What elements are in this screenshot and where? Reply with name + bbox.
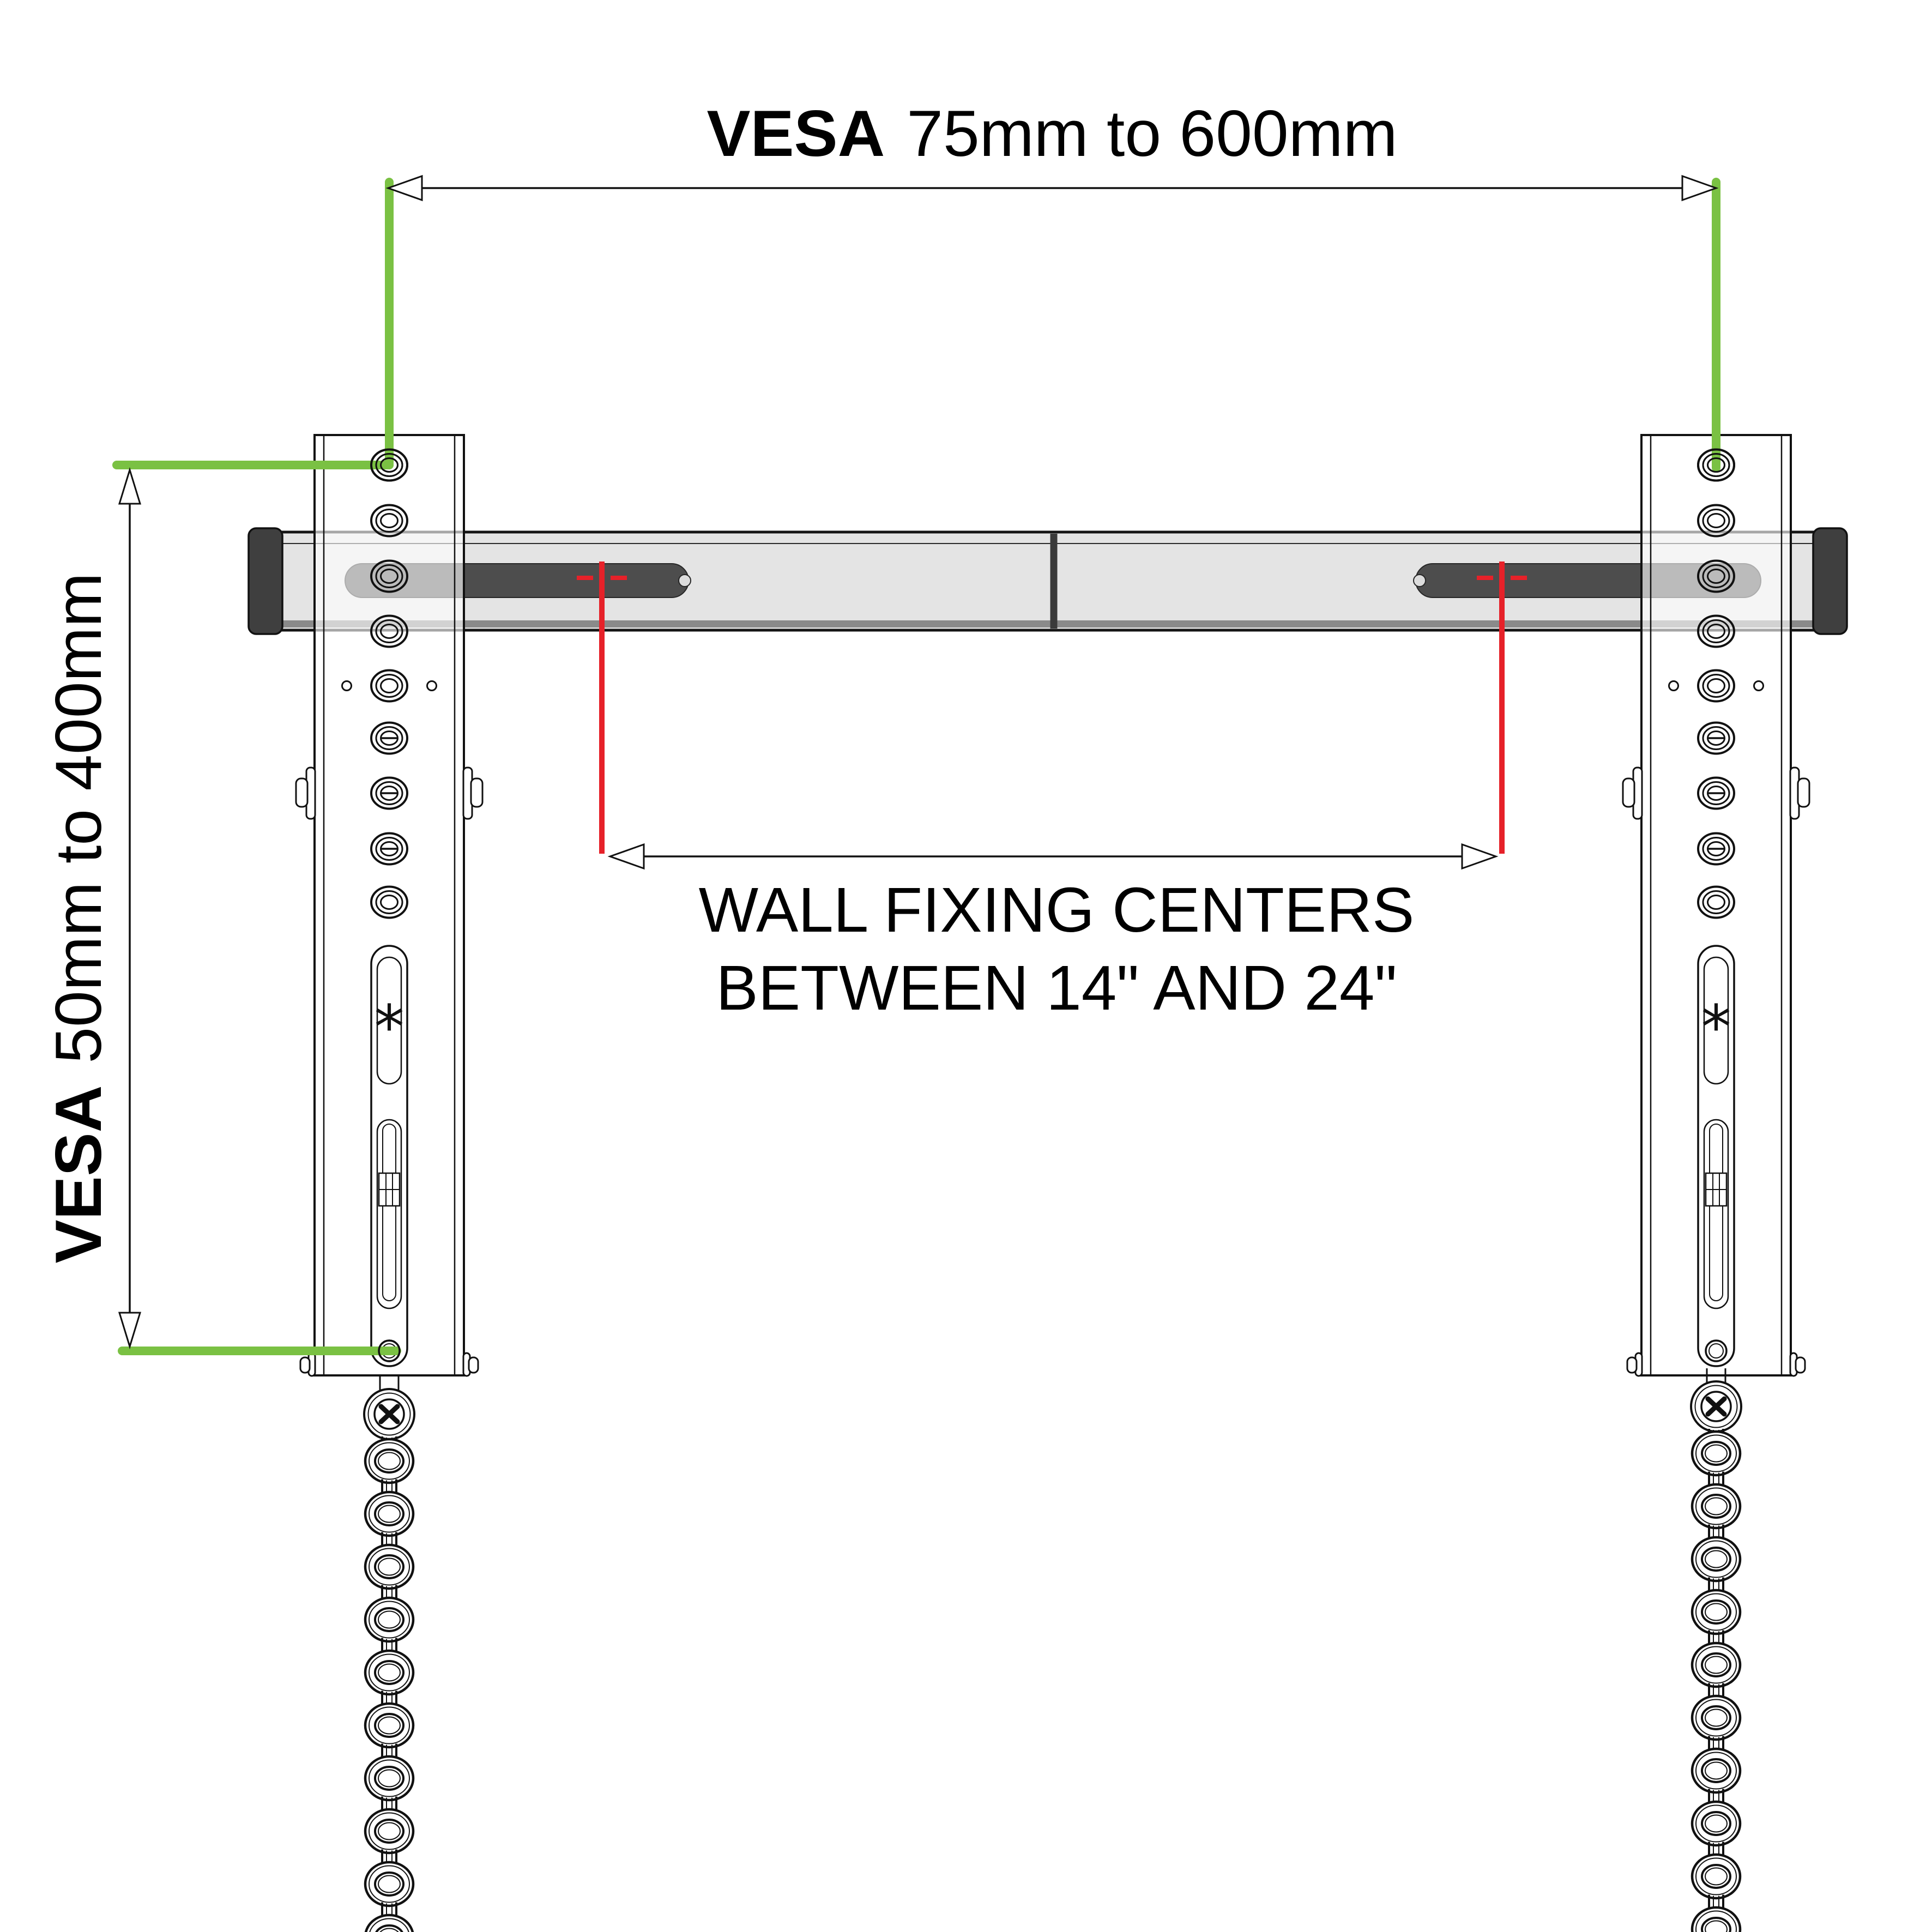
arrow-right bbox=[1681, 174, 1719, 202]
arrow-up bbox=[118, 467, 142, 505]
arrow-left bbox=[385, 174, 423, 202]
right-chain bbox=[1691, 1368, 1741, 1932]
wall-fixing-note-line2: BETWEEN 14" AND 24" bbox=[716, 952, 1397, 1023]
vesa-width-brand: VESA bbox=[707, 97, 885, 170]
left-chain bbox=[364, 1376, 414, 1932]
slot-notch bbox=[1413, 574, 1426, 587]
vesa-height-brand: VESA bbox=[42, 1085, 115, 1264]
wall-rail bbox=[247, 527, 1848, 635]
arrow-down bbox=[118, 1312, 142, 1350]
vesa-height-range: 50mm to 400mm bbox=[42, 572, 115, 1064]
vesa-height-label: VESA 50mm to 400mm bbox=[42, 373, 115, 1463]
wall-fixing-note-line1: WALL FIXING CENTERS bbox=[698, 874, 1415, 945]
vesa-reference-lines bbox=[112, 178, 1720, 1355]
slot-notch bbox=[678, 574, 691, 587]
wall-fixing-note: WALL FIXING CENTERS BETWEEN 14" AND 24" bbox=[511, 871, 1602, 1027]
arrow-wf-right bbox=[1461, 843, 1499, 870]
vesa-width-range: 75mm to 600mm bbox=[907, 97, 1398, 170]
rail-end-cap-right bbox=[1812, 527, 1848, 635]
right-bracket bbox=[1623, 435, 1809, 1376]
dimension-lines bbox=[129, 187, 1683, 1315]
vesa-width-label: VESA 75mm to 600mm bbox=[507, 99, 1597, 168]
wall-fixing-center-lines bbox=[577, 562, 1527, 854]
rail-end-cap-left bbox=[247, 527, 283, 635]
dimension-arrowheads bbox=[118, 174, 1719, 1350]
left-bracket bbox=[296, 435, 482, 1376]
arrow-wf-left bbox=[607, 843, 645, 870]
